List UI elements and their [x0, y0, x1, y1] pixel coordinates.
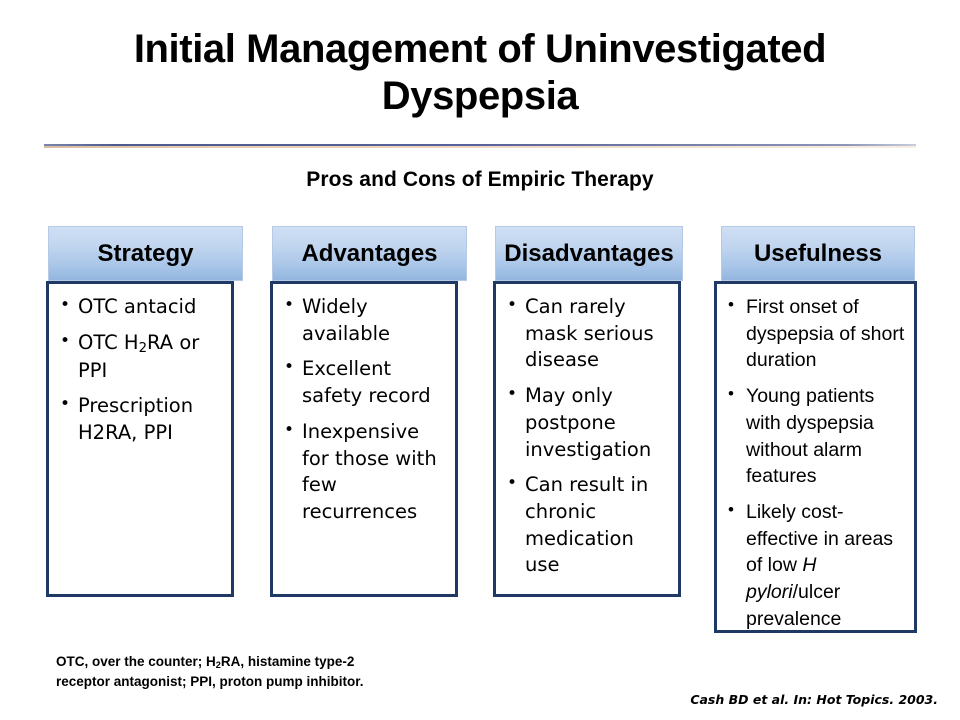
footnote-line1-part2: RA, histamine type-2 [220, 654, 355, 669]
list-item: Prescription H2RA, PPI [57, 392, 225, 446]
divider-blue-rule [44, 144, 916, 146]
list-item: Likely cost-effective in areas of low H … [725, 498, 908, 630]
column-header-strategy: Strategy [48, 226, 243, 281]
list-item: May only postpone investigation [504, 382, 672, 463]
column-body-advantages: Widely availableExcellent safety recordI… [270, 281, 458, 597]
list-item: OTC antacid [57, 293, 225, 321]
column-body-strategy: OTC antacidOTC H2RA or PPI Prescription H… [46, 281, 234, 597]
footnote-line2: receptor antagonist; PPI, proton pump in… [56, 674, 364, 690]
list-item: Widely available [281, 293, 449, 347]
bullet-list-advantages: Widely availableExcellent safety recordI… [273, 284, 455, 526]
column-body-usefulness: First onset of dyspepsia of short durati… [714, 281, 917, 633]
list-item: Inexpensive for those with few recurrenc… [281, 418, 449, 526]
column-header-advantages: Advantages [272, 226, 467, 281]
bullet-list-disadvantages: Can rarely mask serious diseaseMay only … [496, 284, 678, 579]
divider-tan-rule [44, 146, 916, 148]
slide-subtitle: Pros and Cons of Empiric Therapy [306, 168, 654, 191]
list-item: OTC H2RA or PPI [57, 329, 225, 385]
column-header-usefulness: Usefulness [721, 226, 915, 281]
footnote-subscript: 2 [215, 660, 221, 671]
bullet-list-strategy: OTC antacidOTC H2RA or PPI Prescription H… [49, 284, 231, 447]
page-title: Initial Management of Uninvestigated Dys… [133, 27, 827, 119]
list-item: Young patients with dyspepsia without al… [725, 382, 908, 490]
citation: Cash BD et al. In: Hot Topics. 2003. [690, 692, 938, 707]
column-body-disadvantages: Can rarely mask serious diseaseMay only … [493, 281, 681, 597]
list-item: First onset of dyspepsia of short durati… [725, 293, 908, 374]
list-item: Can result in chronic medication use [504, 471, 672, 579]
bullet-list-usefulness: First onset of dyspepsia of short durati… [717, 284, 914, 630]
title-divider [44, 144, 916, 148]
list-item: Excellent safety record [281, 355, 449, 409]
footnote-line1-part1: OTC, over the counter; H [56, 654, 216, 669]
list-item: Can rarely mask serious disease [504, 293, 672, 374]
footnote: OTC, over the counter; H2RA, histamine t… [56, 652, 526, 691]
column-header-disadvantages: Disadvantages [495, 226, 683, 281]
